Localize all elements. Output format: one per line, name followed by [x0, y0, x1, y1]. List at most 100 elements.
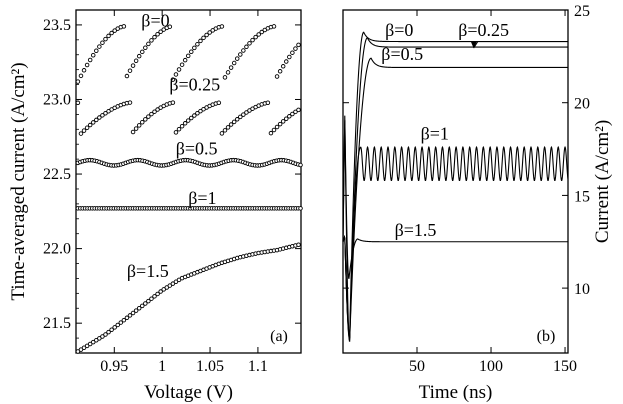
- data-point: [293, 46, 298, 51]
- data-point: [90, 53, 96, 58]
- data-point: [121, 317, 127, 323]
- y-tick-label: 10: [574, 281, 590, 298]
- data-point: [140, 49, 145, 55]
- data-point: [90, 120, 96, 125]
- data-point: [207, 30, 212, 35]
- data-point: [231, 119, 237, 125]
- data-point: [124, 315, 130, 321]
- data-point: [265, 100, 271, 105]
- panel-b-label: (b): [537, 328, 556, 345]
- data-point: [112, 28, 117, 33]
- data-point: [238, 52, 243, 57]
- data-point: [250, 37, 255, 43]
- data-point: [155, 107, 160, 112]
- data-point: [155, 291, 160, 297]
- series-0-25-markers: [75, 100, 301, 136]
- data-point: [103, 36, 108, 42]
- data-point: [284, 59, 289, 64]
- series-0-5-markers: [75, 157, 303, 168]
- data-point: [109, 30, 114, 36]
- data-point: [121, 24, 127, 29]
- data-point: [277, 69, 283, 74]
- data-point: [81, 128, 87, 133]
- y-tick-label: 23.5: [43, 17, 71, 34]
- arrow-head: [470, 41, 477, 49]
- data-point: [127, 100, 133, 105]
- series-label-0: β=0: [385, 20, 413, 40]
- data-point: [143, 45, 148, 50]
- panel-b-y-axis-label: Current (A/cm²): [592, 120, 613, 243]
- data-point: [97, 115, 102, 120]
- data-point: [247, 41, 252, 46]
- data-point: [78, 347, 84, 352]
- data-point: [149, 111, 154, 117]
- data-point: [146, 41, 151, 47]
- data-point: [106, 329, 111, 335]
- data-point: [231, 60, 237, 66]
- data-point: [136, 123, 142, 128]
- x-tick-label: 0.95: [100, 358, 128, 375]
- data-point: [234, 117, 240, 122]
- data-point: [201, 35, 206, 41]
- data-point: [130, 63, 136, 68]
- data-point: [94, 338, 99, 343]
- panel-a-data: [75, 24, 303, 354]
- y-tick-label: 22.0: [43, 241, 71, 258]
- data-point: [287, 54, 292, 60]
- panel-b-frame: [342, 9, 569, 354]
- y-tick-label: 15: [574, 188, 590, 205]
- x-tick-label: 1.05: [196, 358, 224, 375]
- data-point: [136, 53, 142, 59]
- data-point: [158, 29, 163, 34]
- data-point: [127, 313, 133, 318]
- data-point: [170, 77, 176, 82]
- data-point: [149, 38, 154, 43]
- data-point: [185, 53, 191, 59]
- data-point: [87, 122, 93, 128]
- data-point: [75, 79, 81, 84]
- data-point: [81, 68, 87, 73]
- panel-a-y-axis-label: Time-averaged current (A/cm²): [8, 62, 29, 300]
- data-point: [179, 62, 185, 67]
- data-point: [259, 29, 264, 35]
- data-point: [280, 64, 286, 69]
- series-label-0-5: β=0.5: [381, 44, 423, 64]
- data-point: [87, 57, 93, 63]
- series-label-1-5: β=1.5: [127, 261, 169, 281]
- data-point: [170, 100, 176, 105]
- data-point: [155, 32, 160, 37]
- data-point: [192, 113, 197, 118]
- data-point: [179, 123, 185, 129]
- series-0-25-line: [342, 37, 568, 339]
- data-point: [219, 24, 225, 29]
- data-point: [271, 24, 277, 29]
- data-point: [277, 121, 283, 127]
- data-point: [149, 296, 154, 301]
- panel-a-frame: [75, 9, 302, 354]
- x-tick-label: 150: [553, 358, 577, 375]
- data-point: [192, 45, 197, 51]
- data-point: [293, 109, 298, 115]
- data-point: [274, 124, 280, 130]
- series-0-line: [342, 31, 568, 339]
- data-point: [81, 345, 87, 351]
- series-1-5-line: [342, 120, 568, 279]
- data-point: [222, 75, 228, 80]
- data-point: [133, 126, 139, 131]
- data-point: [152, 109, 157, 114]
- data-point: [84, 125, 90, 131]
- data-point: [216, 100, 222, 106]
- data-point: [225, 125, 231, 130]
- y-tick-label: 25: [574, 3, 590, 20]
- series-1-markers: [75, 206, 303, 211]
- data-point: [75, 349, 81, 354]
- series-label-1: β=1: [421, 124, 449, 144]
- data-point: [182, 57, 188, 63]
- x-tick-label: 1: [158, 358, 166, 375]
- data-point: [115, 322, 120, 328]
- data-point: [103, 110, 108, 116]
